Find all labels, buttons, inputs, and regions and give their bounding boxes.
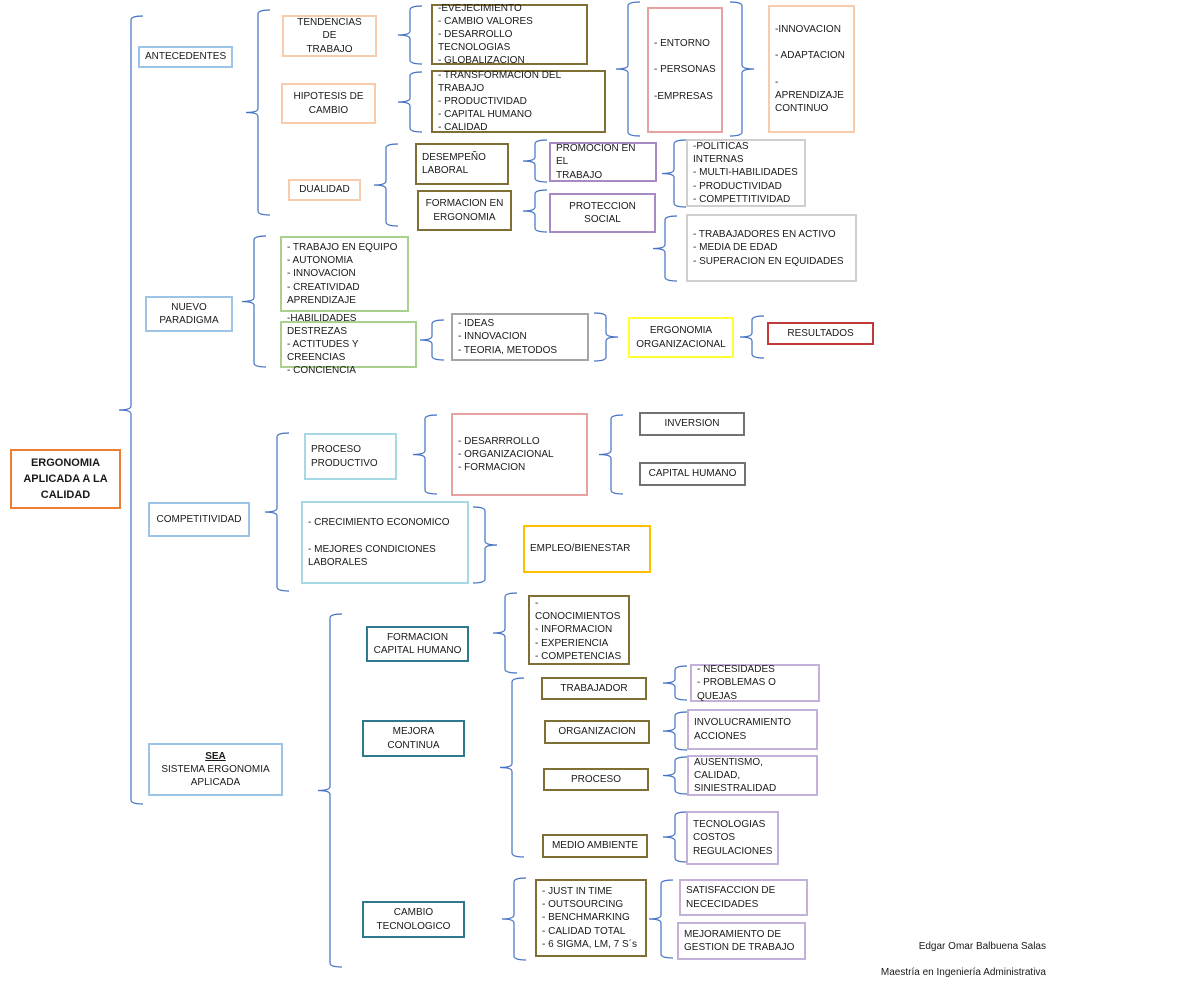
author-program: Maestría en Ingeniería Administrativa xyxy=(880,967,1046,978)
entorno-node: - ENTORNO - PERSONAS -EMPRESAS xyxy=(647,7,723,133)
curly-bracket-28 xyxy=(648,879,674,959)
curly-bracket-19 xyxy=(472,506,498,584)
mejoramiento-node: MEJORAMIENTO DE GESTION DE TRABAJO xyxy=(677,922,806,960)
mejora-continua-node: MEJORA CONTINUA xyxy=(362,720,465,757)
dualidad-node: DUALIDAD xyxy=(288,179,361,201)
habilidades-destrezas-node: -HABILIDADES DESTREZAS - ACTITUDES Y CRE… xyxy=(280,313,417,376)
conocimientos-node: - CONOCIMIENTOS - INFORMACION - EXPERIEN… xyxy=(528,595,630,665)
politicas-internas-node: -POLITICAS INTERNAS - MULTI-HABILIDADES … xyxy=(686,139,806,207)
ideas-node: - IDEAS - INNOVACION - TEORIA, METODOS xyxy=(451,313,589,361)
cambio-tecnologico-node: CAMBIO TECNOLOGICO xyxy=(362,901,465,938)
curly-bracket-9 xyxy=(522,189,548,233)
promocion-trabajo-node: PROMOCION EN EL TRABAJO xyxy=(549,142,657,182)
curly-bracket-5 xyxy=(615,1,641,137)
competitividad-node: COMPETITIVIDAD xyxy=(148,502,250,537)
desarrollo-organizacional-node: - DESARRROLLO - ORGANIZACIONAL - FORMACI… xyxy=(451,413,588,496)
curly-bracket-2 xyxy=(245,9,271,216)
formacion-capital-humano-node: FORMACION CAPITAL HUMANO xyxy=(366,626,469,662)
necesidades-node: - NECESIDADES - PROBLEMAS O QUEJAS xyxy=(690,664,820,702)
ergonomia-organizacional-node: ERGONOMIA ORGANIZACIONAL xyxy=(628,317,734,358)
tendencias-trabajo-node: TENDENCIAS DE TRABAJO xyxy=(282,15,377,57)
curly-bracket-6 xyxy=(729,1,755,137)
trabajador-node: TRABAJADOR xyxy=(541,677,647,700)
curly-bracket-4 xyxy=(397,71,423,133)
empleo-bienestar-node: EMPLEO/BIENESTAR xyxy=(523,525,651,573)
curly-bracket-24 xyxy=(662,711,688,751)
hipotesis-items-node: - TRANSFORMACION DEL TRABAJO - PRODUCTIV… xyxy=(431,70,606,133)
inversion-node: INVERSION xyxy=(639,412,745,436)
antecedentes-node: ANTECEDENTES xyxy=(138,46,233,68)
medio-ambiente-node: MEDIO AMBIENTE xyxy=(542,834,648,858)
hipotesis-cambio-node: HIPOTESIS DE CAMBIO xyxy=(281,83,376,124)
curly-bracket-3 xyxy=(397,5,423,65)
trabajadores-activo-node: - TRABAJADORES EN ACTIVO - MEDIA DE EDAD… xyxy=(686,214,857,282)
curly-bracket-8 xyxy=(522,139,548,183)
formacion-ergonomia-node: FORMACION EN ERGONOMIA xyxy=(417,190,512,231)
sea-full-name: SISTEMA ERGONOMIA APLICADA xyxy=(161,763,270,789)
curly-bracket-17 xyxy=(412,414,438,495)
crecimiento-economico-node: - CRECIMIENTO ECONOMICO - MEJORES CONDIC… xyxy=(301,501,469,584)
curly-bracket-25 xyxy=(662,756,688,795)
curly-bracket-13 xyxy=(419,319,445,361)
curly-bracket-16 xyxy=(264,432,290,592)
curly-bracket-10 xyxy=(661,139,687,208)
capital-humano-node: CAPITAL HUMANO xyxy=(639,462,746,486)
author-name: Edgar Omar Balbuena Salas xyxy=(918,941,1046,952)
tecnologias-costos-node: TECNOLOGIAS COSTOS REGULACIONES xyxy=(686,811,779,865)
involucramiento-node: INVOLUCRAMIENTO ACCIONES xyxy=(687,709,818,750)
nuevo-paradigma-node: NUEVO PARADIGMA xyxy=(145,296,233,332)
ausentismo-node: AUSENTISMO, CALIDAD, SINIESTRALIDAD xyxy=(687,755,818,796)
sea-abbreviation: SEA xyxy=(205,750,226,762)
resultados-node: RESULTADOS xyxy=(767,322,874,345)
curly-bracket-22 xyxy=(499,677,525,858)
root-node-ergonomia-aplicada: ERGONOMIA APLICADA A LA CALIDAD xyxy=(10,449,121,509)
trabajo-equipo-node: - TRABAJO EN EQUIPO - AUTONOMIA - INNOVA… xyxy=(280,236,409,312)
curly-bracket-18 xyxy=(598,414,624,495)
tendencias-items-node: -EVEJECIMIENTO - CAMBIO VALORES - DESARR… xyxy=(431,3,588,66)
curly-bracket-12 xyxy=(241,235,267,368)
curly-bracket-1 xyxy=(118,15,144,805)
curly-bracket-26 xyxy=(662,811,688,863)
curly-bracket-14 xyxy=(593,312,619,362)
proceso-productivo-node: PROCESO PRODUCTIVO xyxy=(304,433,397,480)
curly-bracket-20 xyxy=(317,613,343,968)
proteccion-social-node: PROTECCION SOCIAL xyxy=(549,193,656,233)
organizacion-node: ORGANIZACION xyxy=(544,720,650,744)
curly-bracket-15 xyxy=(739,315,765,359)
curly-bracket-21 xyxy=(492,592,518,674)
just-in-time-node: - JUST IN TIME - OUTSOURCING - BENCHMARK… xyxy=(535,879,647,957)
desempeno-laboral-node: DESEMPEÑO LABORAL xyxy=(415,143,509,185)
curly-bracket-7 xyxy=(373,143,399,227)
curly-bracket-11 xyxy=(652,215,678,282)
curly-bracket-23 xyxy=(662,665,688,701)
innovacion-adaptacion-node: -INNOVACION - ADAPTACION - APRENDIZAJE C… xyxy=(768,5,855,133)
satisfaccion-node: SATISFACCION DE NECECIDADES xyxy=(679,879,808,916)
curly-bracket-27 xyxy=(501,877,527,961)
proceso-node: PROCESO xyxy=(543,768,649,791)
author-credit: Edgar Omar Balbuena Salas Maestría en In… xyxy=(881,927,1046,992)
